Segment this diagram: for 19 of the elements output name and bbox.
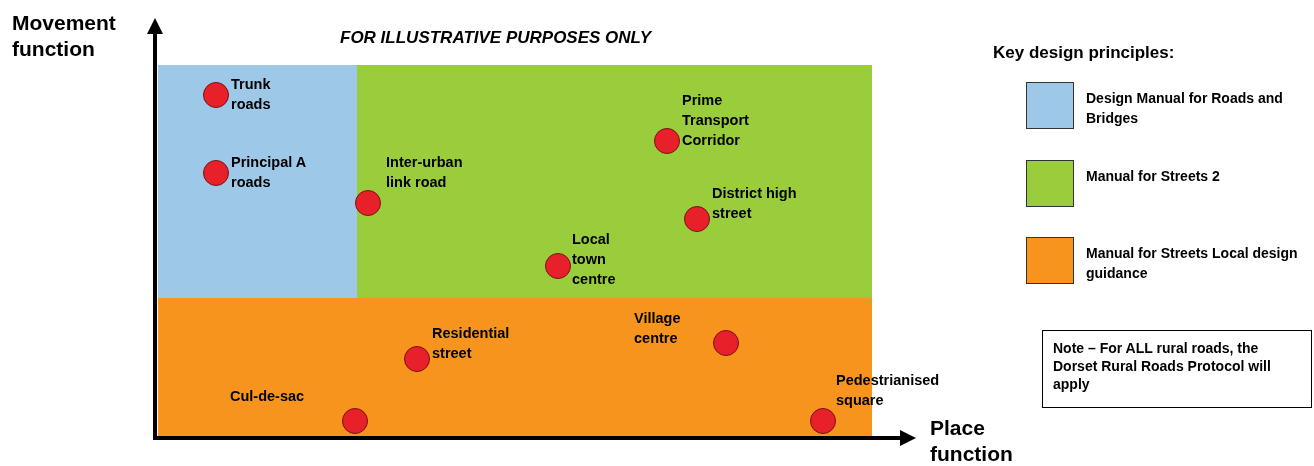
chart-title: FOR ILLUSTRATIVE PURPOSES ONLY <box>340 28 652 48</box>
point-label: Inter-urban link road <box>386 153 464 192</box>
legend-label: Manual for Streets 2 <box>1086 166 1221 186</box>
legend-title: Key design principles: <box>993 43 1175 63</box>
point-label: Residential street <box>432 324 511 363</box>
axis-title: Movement function <box>12 10 117 62</box>
note-box: Note – For ALL rural roads, the Dorset Rural Roads Protocol will apply <box>1042 330 1312 408</box>
axis-title: Place function <box>930 415 1014 466</box>
legend-label: Design Manual for Roads and Bridges <box>1086 89 1284 128</box>
point-label: Village centre <box>634 309 682 348</box>
point-label: Local town centre <box>572 230 617 289</box>
region-band <box>357 65 872 298</box>
point-label: District high street <box>712 184 798 223</box>
point-label: Cul-de-sac <box>230 387 306 406</box>
point-label: Prime Transport Corridor <box>682 91 750 150</box>
point-label: Principal A roads <box>231 153 307 192</box>
region-band <box>158 65 357 298</box>
legend-label: Manual for Streets Local design guidance <box>1086 244 1299 283</box>
point-label: Trunk roads <box>231 75 272 114</box>
